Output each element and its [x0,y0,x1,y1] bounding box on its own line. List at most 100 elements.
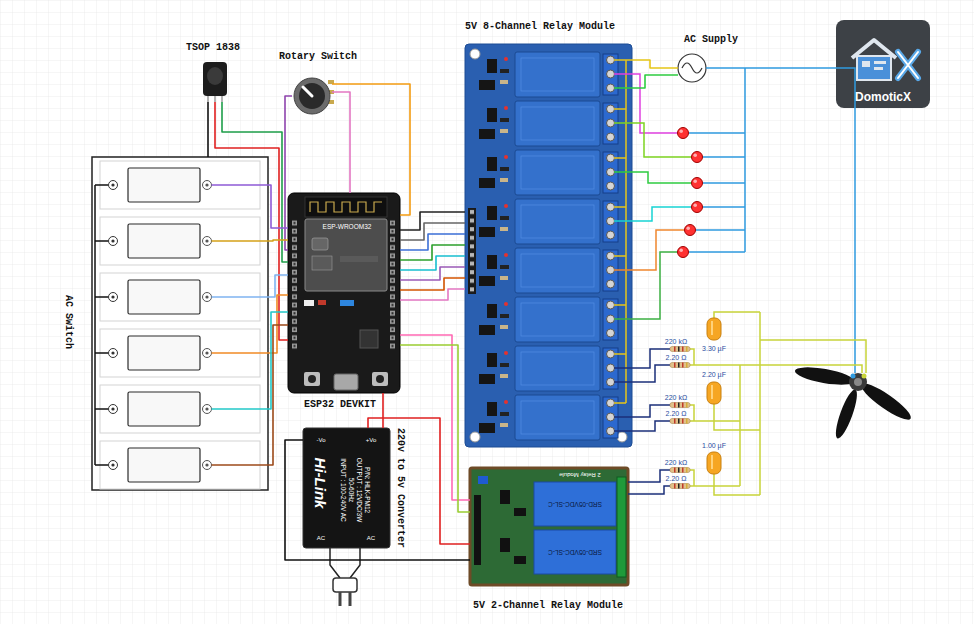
relay-module-8ch-art [470,432,480,442]
converter-art [349,592,352,606]
switch-panel-art [92,157,268,490]
relay-module-8ch-art [465,44,632,447]
wire [632,75,678,88]
esp32-board-art [334,374,358,390]
ir-sensor-art [214,96,216,102]
esp32-board-art [318,300,326,305]
resistor-value: 220 kΩ [665,338,687,345]
logo-art [857,56,891,80]
wire [368,418,470,544]
logo-text: DomoticX [855,91,911,103]
relay-module-8ch-art [479,199,618,244]
switch-panel: AC Switch [92,157,268,490]
capacitor-value: 2.20 µF [702,371,726,378]
relay-module-8ch-art [479,395,618,440]
ceiling-fan [832,388,861,441]
pin-name: +Vo [366,437,377,443]
led-wiring [692,152,703,163]
esp32-board-art [310,202,382,212]
resistor-value: 220 kΩ [665,394,687,401]
relay-module-8ch-art [479,101,618,146]
converter-art [339,592,342,606]
ir-sensor-art [203,62,227,96]
esp32-board-art [312,238,328,250]
fan-wiring [614,312,866,495]
wire [332,92,350,193]
wire [400,223,465,240]
relay-module-8ch-art [479,248,618,293]
led-wiring [614,207,692,221]
rotary-switch: Rotary Switch [292,76,332,116]
wire [268,240,288,241]
pin-name: -Vo [316,437,325,443]
wire [207,102,209,157]
switch-panel-art [92,157,268,490]
logo-art [898,52,918,78]
relay-module-8ch-art [479,150,618,195]
wire [285,96,292,250]
component-title: 5V 2-Channel Relay Module [473,601,623,611]
esp32-board-art [308,375,316,383]
switch-panel-art [94,185,96,465]
esp32-board-art [389,219,396,350]
led-wiring [678,128,689,139]
logo-badge: DomoticX [836,20,930,108]
esp32-board-art [372,372,388,386]
pin-name: AC [317,535,325,541]
relay-module-2ch-art [470,468,628,585]
fan-wiring [690,349,862,486]
wire [332,84,410,215]
switch-panel-art [212,240,269,242]
component-title: AC Supply [684,35,738,45]
led-wiring [692,178,703,189]
component-title: Rotary Switch [279,52,357,62]
relay-module-2ch-art [514,508,526,516]
wire [400,212,465,230]
esp32-board-art [288,193,400,393]
component-title: 5V 8-Channel Relay Module [465,22,615,32]
marking-text: OUTPUT : 12VDC/3W [356,458,363,523]
fan-wiring [707,318,721,340]
ceiling-fan [862,374,867,379]
fan-wiring [670,484,690,489]
switch-panel-art [212,408,269,410]
logo-art [862,61,870,67]
ceiling-fan [794,364,856,388]
relay-module-2ch: 5V 2-Channel Relay Module2 Relay ModuleS… [470,468,628,585]
led-wiring [614,252,678,319]
logo-art [836,20,930,108]
fan-wiring [707,452,721,474]
resistor-value: 2.20 Ω [666,354,687,361]
wire [268,185,288,228]
ir-sensor-art [207,67,223,85]
resistor-value: 220 kΩ [665,459,687,466]
converter-art [333,578,357,592]
converter-art [303,428,390,606]
marking-text: INPUT : 100-240V AC [340,458,347,521]
led-wiring [692,202,703,213]
relay-module-8ch-art [470,49,480,59]
relay-module-2ch-art [534,530,616,574]
esp32-board-art [340,256,378,262]
led-wiring [614,123,692,157]
logo-art [874,61,886,64]
ir-sensor: TSOP 1838 [200,60,230,102]
esp32-board-art [304,372,320,386]
wire [632,60,678,68]
esp32-board-art [304,300,314,306]
relay-module-2ch-art [474,495,481,565]
relay-module-2ch-art [478,476,488,484]
ac-supply-art [682,63,702,73]
ceiling-fan [854,378,862,386]
ir-sensor-art [207,96,209,102]
wire [400,345,470,512]
component-title: AC Switch [63,295,73,349]
component-title: ESP32 DEVKIT [304,400,376,410]
esp32-board-art [291,219,298,350]
resistor-value: 2.20 Ω [666,475,687,482]
switch-panel-art [212,352,269,354]
led-wiring [614,74,678,133]
logo-art [874,67,883,70]
